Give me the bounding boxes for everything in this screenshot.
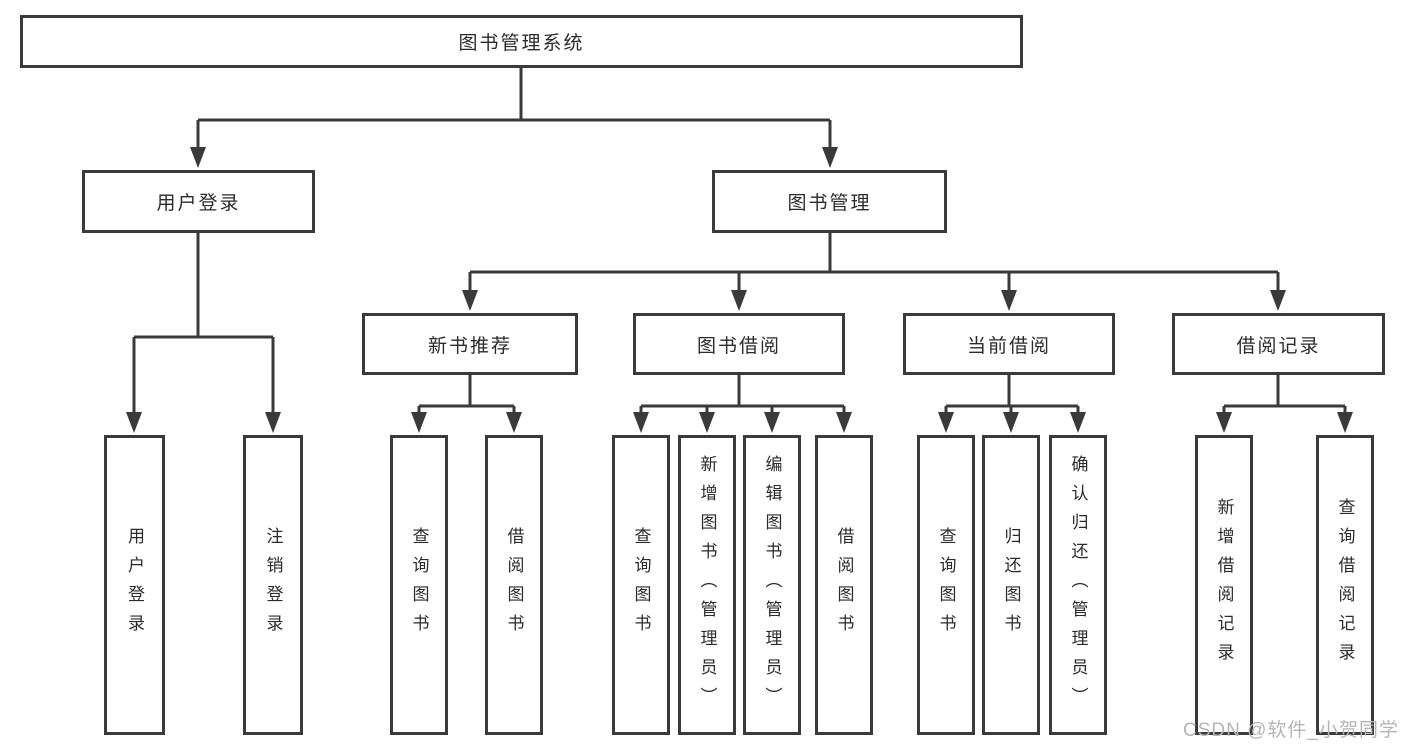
connector-book-management-children: [462, 233, 1286, 311]
node-leaf-user-login-label: 用户登录: [125, 527, 144, 643]
node-leaf-cb-search-books-label: 查询图书: [936, 527, 956, 643]
node-root: 图书管理系统: [20, 15, 1023, 68]
node-leaf-nb-borrow-books: 借阅图书: [485, 435, 543, 735]
node-current-borrow: 当前借阅: [903, 313, 1115, 375]
node-leaf-cb-return-books-label: 归还图书: [1001, 527, 1021, 643]
connector-new-book-recommend-children: [411, 375, 522, 433]
node-leaf-nb-search-books: 查询图书: [390, 435, 448, 735]
node-leaf-cb-confirm-return-label: 确认归还（管理员）: [1068, 454, 1088, 716]
node-leaf-user-login: 用户登录: [104, 435, 165, 735]
node-leaf-bb-search-books-label: 查询图书: [631, 527, 651, 643]
node-book-borrow: 图书借阅: [633, 313, 845, 375]
node-leaf-cb-search-books: 查询图书: [917, 435, 975, 735]
node-leaf-logout: 注销登录: [243, 435, 303, 735]
connector-root-to-level2: [190, 68, 838, 168]
node-leaf-br-search-record-label: 查询借阅记录: [1335, 498, 1355, 672]
node-root-label: 图书管理系统: [458, 33, 585, 54]
node-new-book-recommend-label: 新书推荐: [427, 335, 512, 357]
node-book-management-label: 图书管理: [787, 193, 872, 214]
node-leaf-br-add-record: 新增借阅记录: [1195, 435, 1253, 735]
connector-book-borrow-children: [633, 375, 852, 433]
node-leaf-bb-borrow-books: 借阅图书: [815, 435, 873, 735]
node-leaf-bb-edit-books-label: 编辑图书（管理员）: [762, 454, 782, 716]
connector-current-borrow-children: [938, 375, 1086, 433]
node-leaf-cb-confirm-return: 确认归还（管理员）: [1049, 435, 1107, 735]
node-user-login: 用户登录: [82, 170, 315, 233]
node-leaf-cb-return-books: 归还图书: [982, 435, 1040, 735]
node-current-borrow-label: 当前借阅: [966, 335, 1051, 357]
node-new-book-recommend: 新书推荐: [362, 313, 578, 375]
node-leaf-bb-edit-books: 编辑图书（管理员）: [743, 435, 801, 735]
node-leaf-nb-borrow-books-label: 借阅图书: [504, 527, 524, 643]
node-leaf-bb-search-books: 查询图书: [612, 435, 670, 735]
connector-user-login-children: [126, 233, 281, 433]
node-borrow-records-label: 借阅记录: [1236, 335, 1321, 357]
node-user-login-label: 用户登录: [156, 193, 241, 214]
node-borrow-records: 借阅记录: [1172, 313, 1385, 375]
node-leaf-bb-borrow-books-label: 借阅图书: [834, 527, 854, 643]
node-leaf-br-search-record: 查询借阅记录: [1316, 435, 1374, 735]
node-leaf-nb-search-books-label: 查询图书: [409, 527, 429, 643]
node-book-borrow-label: 图书借阅: [696, 335, 781, 357]
node-leaf-logout-label: 注销登录: [263, 527, 283, 643]
node-leaf-bb-add-books-label: 新增图书（管理员）: [697, 454, 717, 716]
connector-borrow-records-children: [1216, 375, 1353, 433]
node-leaf-bb-add-books: 新增图书（管理员）: [678, 435, 736, 735]
node-book-management: 图书管理: [712, 170, 947, 233]
node-leaf-br-add-record-label: 新增借阅记录: [1214, 498, 1234, 672]
